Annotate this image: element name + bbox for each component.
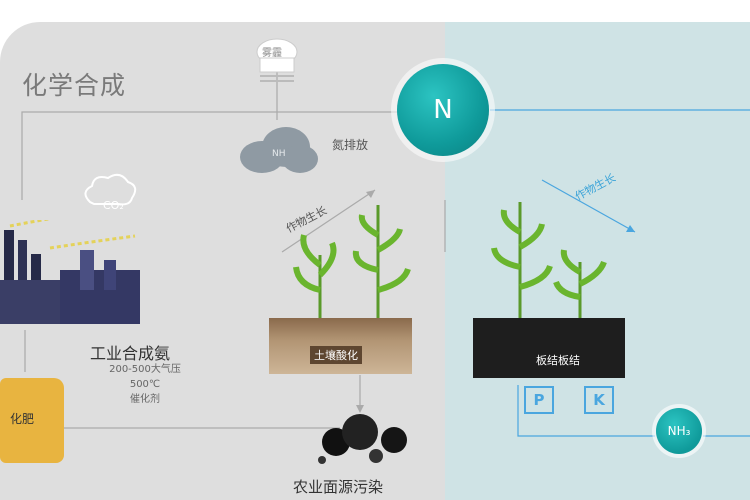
catalyst-condition: 催化剂	[130, 394, 160, 405]
rain-cloud-icon	[240, 127, 318, 173]
potassium-label: K	[593, 391, 605, 409]
top-left-connector	[21, 111, 398, 200]
factory-title: 工业合成氨	[90, 344, 171, 363]
diagram-title: 化学合成	[22, 71, 127, 100]
growth-arrow-right	[541, 179, 636, 233]
pollution-blobs-icon	[318, 414, 407, 464]
growth-arrow-left	[281, 189, 376, 253]
potassium-icon: K	[584, 386, 614, 414]
co2-label: CO₂	[103, 199, 124, 212]
co2-cloud-icon	[84, 173, 137, 206]
arrow-down-icon	[356, 405, 364, 413]
phosphorus-icon: P	[524, 386, 554, 414]
lightning-cloud-label: 雾霾	[262, 48, 282, 59]
factory-icon	[0, 220, 140, 324]
lightning-cloud-icon	[256, 38, 298, 82]
pollution-label: 农业面源污染	[293, 478, 384, 496]
nitrogen-emission-label: 氮排放	[332, 138, 369, 152]
soil-hardening-label: 板结板结	[536, 354, 580, 367]
crop-plants-left-icon	[293, 205, 411, 323]
fertilizer-label: 化肥	[10, 412, 35, 426]
soil-acid-label: 土壤酸化	[310, 346, 362, 364]
rain-cloud-label: NH	[272, 149, 286, 159]
ammonia-node-label: NH₃	[667, 424, 691, 438]
right-bottom-connector	[517, 385, 655, 437]
factory-conditions: 200-500大气压 500℃ 催化剂	[100, 362, 190, 407]
nitrogen-node: N	[397, 64, 489, 156]
fertilizer-sack	[0, 378, 64, 463]
temperature-condition: 500℃	[129, 379, 161, 390]
pressure-condition: 200-500大气压	[109, 364, 181, 375]
crop-plants-right-icon	[491, 202, 607, 320]
nitrogen-node-label: N	[433, 95, 453, 125]
ammonia-node: NH₃	[656, 408, 702, 454]
phosphorus-label: P	[533, 391, 545, 409]
hardened-soil	[473, 318, 625, 378]
